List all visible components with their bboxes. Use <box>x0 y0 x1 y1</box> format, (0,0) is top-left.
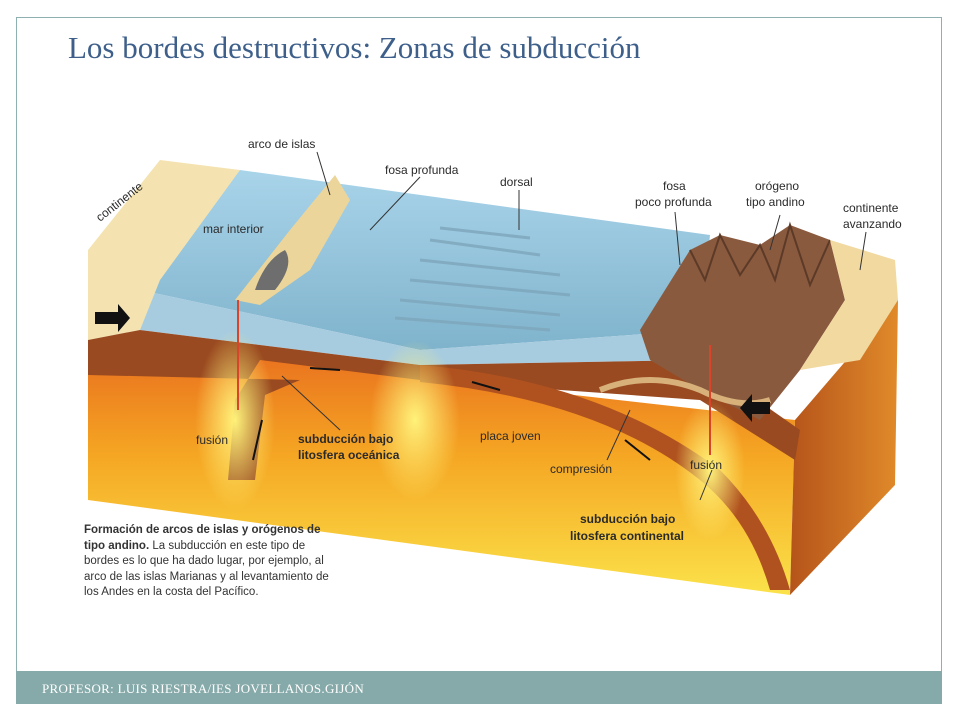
right-continent <box>800 240 898 370</box>
diagram-caption: Formación de arcos de islas y orógenos d… <box>84 523 334 601</box>
oceanic-lithosphere <box>88 330 800 480</box>
label-compresion: compresión <box>550 462 612 476</box>
leader-lines <box>281 151 867 501</box>
label-dorsal: dorsal <box>500 175 533 189</box>
fusion-glow-left <box>195 330 275 510</box>
fusion-glow-right <box>675 400 745 540</box>
block-right-side <box>790 300 898 595</box>
motion-arrows <box>95 304 770 461</box>
arrow-convection-1 <box>309 367 341 371</box>
andean-orogen <box>640 225 845 420</box>
label-placa-joven: placa joven <box>480 429 541 443</box>
arrow-convection-2 <box>471 381 501 391</box>
label-fosa-poco-2: poco profunda <box>635 195 712 209</box>
dorsal-ridges <box>394 226 571 332</box>
label-continente-av-1: continente <box>843 201 899 215</box>
label-sub-cont-1: subducción bajo <box>580 512 675 526</box>
label-fusion-left: fusión <box>196 433 228 447</box>
arrow-left-continent <box>95 304 130 332</box>
label-arco-islas: arco de islas <box>248 137 315 151</box>
sea-floor <box>140 290 700 365</box>
label-fusion-right: fusión <box>690 458 722 472</box>
label-sub-oce-1: subducción bajo <box>298 432 393 446</box>
label-fosa-poco-1: fosa <box>663 179 686 193</box>
label-sub-cont-2: litosfera continental <box>570 529 684 543</box>
arrow-convection-3 <box>624 439 651 461</box>
footer-text: PROFESOR: LUIS RIESTRA/IES JOVELLANOS.GI… <box>42 681 365 696</box>
caption-bold: Formación de arcos de islas y orógenos d… <box>84 524 321 552</box>
volcano-plume-left <box>255 250 289 290</box>
label-mar-interior: mar interior <box>203 222 264 236</box>
caption-text: La subducción en este tipo de bordes es … <box>84 539 329 599</box>
orogen-peaks <box>689 221 831 288</box>
slide-title: Los bordes destructivos: Zonas de subduc… <box>68 30 641 65</box>
arrow-slab-down <box>252 419 263 461</box>
label-fosa-profunda: fosa profunda <box>385 163 459 177</box>
label-orogeno-2: tipo andino <box>746 195 805 209</box>
left-continent <box>88 160 240 340</box>
ridge-glow <box>370 340 460 500</box>
label-orogeno-1: orógeno <box>755 179 799 193</box>
arrow-right-continent <box>740 394 770 422</box>
label-sub-oce-2: litosfera oceánica <box>298 448 400 462</box>
label-continente-av-2: avanzando <box>843 217 902 231</box>
footer-bar <box>16 671 942 704</box>
